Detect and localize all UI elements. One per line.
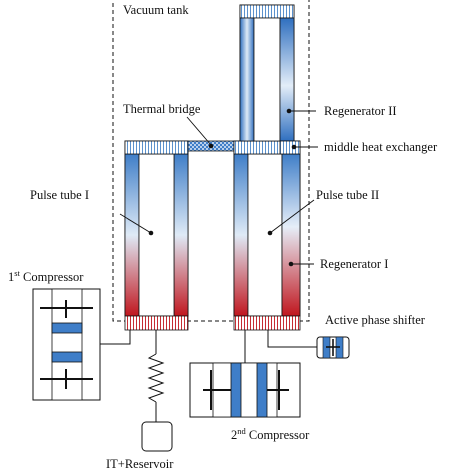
pulse-tube-2-and-regenerator-1 [233,140,301,331]
label-compressor-1: 1st Compressor [8,268,84,284]
label-vacuum-tank: Vacuum tank [123,3,189,17]
compressor-2-icon [189,362,301,418]
spring-reservoir-icon [141,330,173,452]
active-phase-shifter-icon [316,336,350,359]
compressor-1-icon [32,288,101,401]
pulse-tube-1 [124,140,189,331]
leader-lines [119,110,318,265]
phase-shifter-pipe [267,330,317,348]
thermal-bridge-marker [208,143,214,149]
label-regenerator-1: Regenerator I [320,257,388,271]
compressor-1-pipe [100,330,131,345]
label-pulse-tube-2: Pulse tube II [316,188,379,202]
label-regenerator-2: Regenerator II [324,104,397,118]
middle-heat-exchanger [279,140,301,155]
label-compressor-2: 2nd Compressor [231,426,310,442]
label-it-reservoir: IT+Reservoir [106,457,174,471]
label-thermal-bridge: Thermal bridge [123,102,201,116]
vacuum-tank-boundary [112,0,310,322]
regenerator-2 [239,4,295,142]
label-pulse-tube-1: Pulse tube I [30,188,89,202]
label-middle-heat-exchanger: middle heat exchanger [324,140,438,154]
label-active-phase-shifter: Active phase shifter [325,313,426,327]
